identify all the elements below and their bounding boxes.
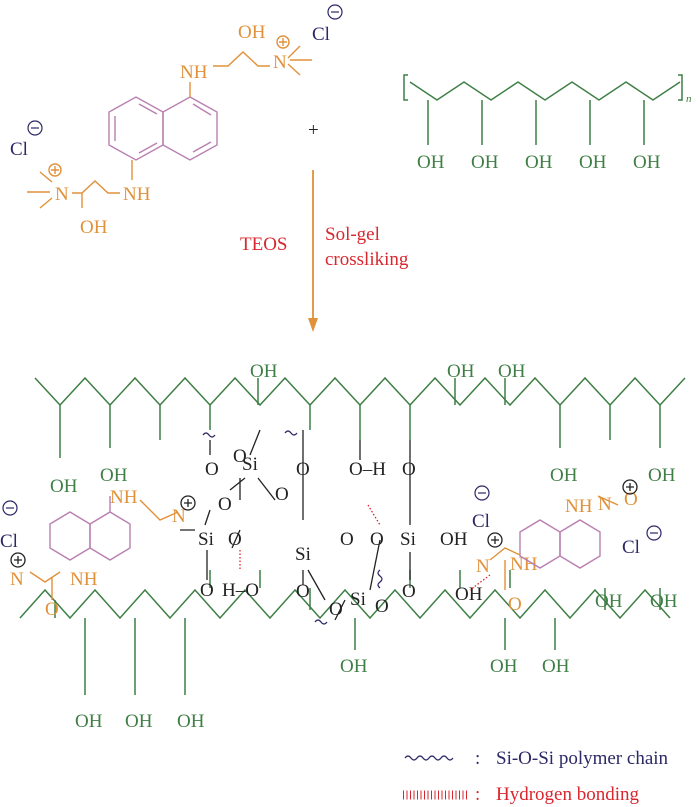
n-label: N [10,569,24,590]
oh-label: OH [238,22,266,43]
legend-separator: : [475,784,480,805]
plus-charge-icon [48,163,62,177]
minus-charge-icon [646,525,662,541]
plus-charge-icon [10,552,26,568]
legend-label: Hydrogen bonding [496,784,640,805]
oh-label: OH [650,591,678,612]
oh-label: OH [417,152,445,173]
n-label: N [598,494,612,515]
cl-label: Cl [0,531,18,552]
reaction-arrow [308,170,318,332]
oh-label: OH [100,465,128,486]
wavy-line-icon [404,755,454,761]
reagent-label: TEOS [240,234,288,255]
oh-label: OH [250,361,278,382]
o-label: O [275,484,289,505]
minus-charge-icon [474,485,490,501]
nh-label: NH [510,554,538,575]
oh-label: OH [440,529,468,550]
nh-label: NH [180,62,208,83]
legend-separator: : [475,748,480,769]
si-label: Si [295,544,311,565]
o-label: O [375,596,389,617]
si-label: Si [198,529,214,550]
o-label: O [296,581,310,602]
o-label: O [508,594,522,615]
legend: : Si-O-Si polymer chain : Hydrogen bondi… [403,748,669,805]
oh-label: OH [80,217,108,238]
oh-label: OH [177,711,205,732]
si-label: Si [400,529,416,550]
naphthalene-ring-right [162,96,218,161]
n-label: N [172,506,186,527]
legend-label: Si-O-Si polymer chain [496,748,669,769]
o-label: O [329,599,343,620]
naphthalene-ring-left [108,96,164,161]
nh-label: NH [565,496,593,517]
n-label: N [476,556,490,577]
legend-item-hydrogen-bond: : Hydrogen bonding [403,784,640,805]
condition-line2: crossliking [325,249,409,270]
condition-line1: Sol-gel [325,224,380,245]
oh-label: OH [498,361,526,382]
plus-sign: + [308,120,319,141]
minus-charge-icon [327,4,343,20]
oh-label: OH [542,656,570,677]
si-label: Si [350,589,366,610]
plus-charge-icon [180,495,196,511]
n-label: N [55,184,69,205]
o-label: O [45,599,59,620]
cl-label: Cl [622,537,640,558]
oh-label: OH [471,152,499,173]
oh-label: OH [447,361,475,382]
plus-charge-icon [622,479,638,495]
nh-label: NH [123,184,151,205]
oh-label: OH [490,656,518,677]
o-label: O [402,581,416,602]
o-label: O [624,489,638,510]
oh-label: OH [455,584,483,605]
oh-label: OH [50,476,78,497]
o-label: O [340,529,354,550]
naphthalene-dye-molecule: NH OH N Cl NH N OH Cl [10,4,343,238]
nh-label: NH [70,569,98,590]
oh-label: OH [75,711,103,732]
oh-label: OH [633,152,661,173]
oh-label: OH [525,152,553,173]
o-label: O [370,529,384,550]
cl-label: Cl [472,511,490,532]
si-label: Si [242,454,258,475]
repeat-unit-n: n [686,93,692,105]
oh-label: OH [595,591,623,612]
o-label: O [205,459,219,480]
o-label: O [402,459,416,480]
pva-molecule: n OH OH OH OH OH [403,74,692,173]
minus-charge-icon [2,500,18,516]
o-label: O [200,580,214,601]
oh-label: OH [340,656,368,677]
chloride-label: Cl [10,139,28,160]
h_o-label: H–O [222,580,259,601]
plus-charge-icon [487,532,503,548]
n-label: N [273,52,287,73]
o-label: O [233,446,247,467]
o-label: O [218,494,232,515]
chloride-label: Cl [312,24,330,45]
plus-charge-icon [276,35,290,49]
oh-label: OH [648,465,676,486]
o_h-label: O–H [349,459,386,480]
oh-label: OH [579,152,607,173]
oh-label: OH [125,711,153,732]
oh-label: OH [550,465,578,486]
legend-item-si-o-si: : Si-O-Si polymer chain [404,748,669,769]
nh-label: NH [110,487,138,508]
minus-charge-icon [27,120,43,136]
